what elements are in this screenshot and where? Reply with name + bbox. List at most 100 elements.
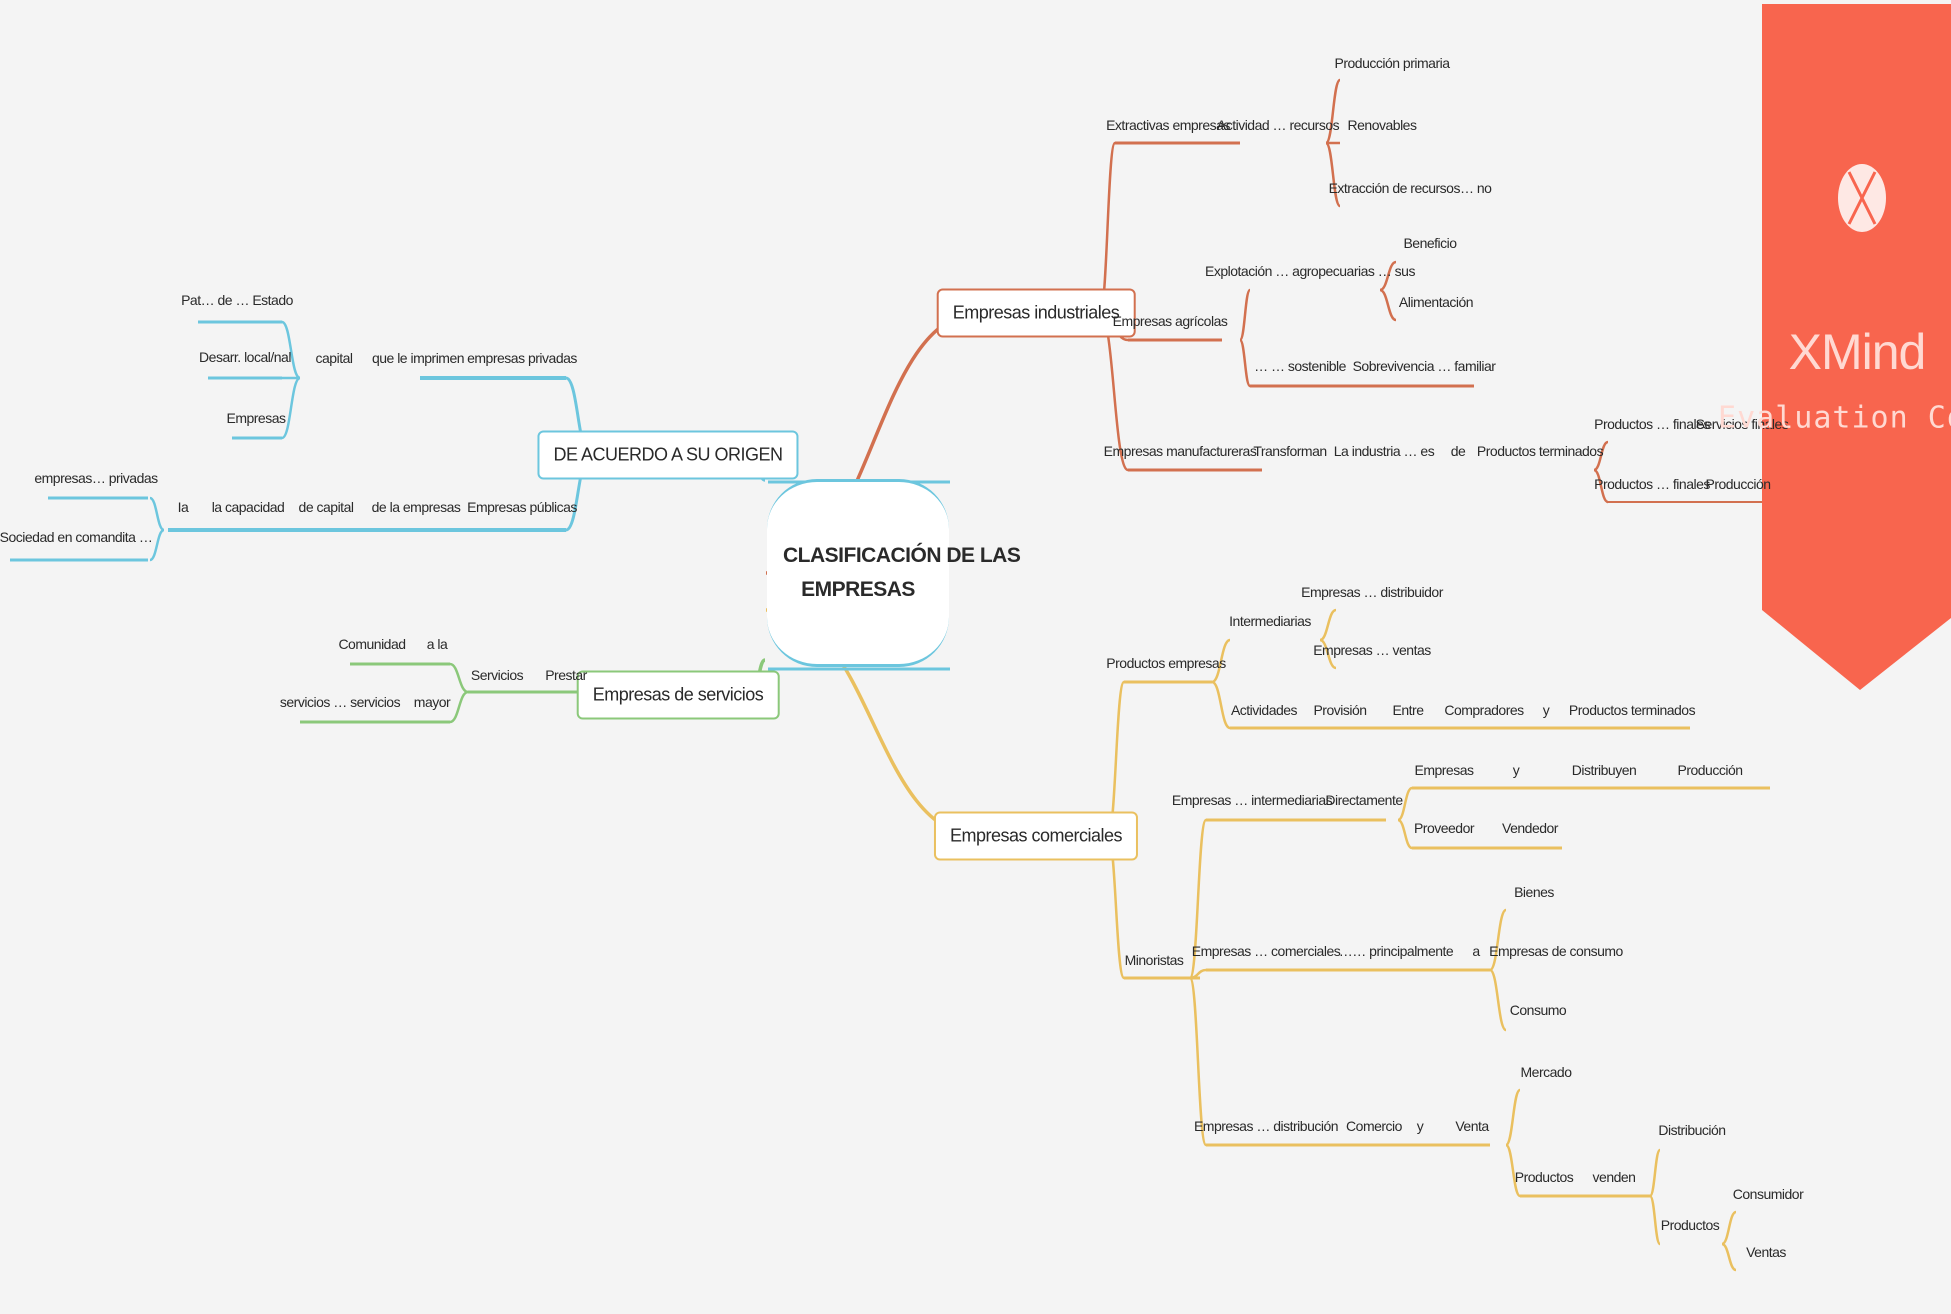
ind-manuf-tail-2a[interactable]: Producción — [1705, 476, 1771, 492]
servicios-leaf-servicios[interactable]: servicios … servicios — [279, 694, 401, 710]
curve-connector — [1648, 1148, 1662, 1198]
branch-industriales[interactable]: Empresas industriales — [936, 288, 1136, 338]
curve-connector — [1211, 680, 1231, 730]
servicios-leaf-comunidad[interactable]: Comunidad — [338, 636, 406, 652]
curve-connector — [1324, 78, 1342, 145]
com-min-g3-chain-3[interactable]: Venta — [1455, 1118, 1489, 1134]
origen-row2-publicas[interactable]: Empresas públicas — [467, 499, 577, 515]
ind-extractivas[interactable]: Extractivas empresas — [1106, 117, 1230, 133]
com-mayoristas[interactable]: Productos empresas — [1106, 655, 1226, 671]
com-min-g2-mid[interactable]: …… principalmente — [1338, 943, 1454, 959]
com-min-g1-extra-1[interactable]: Proveedor — [1413, 820, 1475, 836]
com-min-g1-leaf-3[interactable]: Distribuyen — [1571, 762, 1637, 778]
curve-connector — [1238, 288, 1252, 342]
com-min-g3-subleaf-1[interactable]: Consumidor — [1732, 1186, 1804, 1202]
curve-connector — [1504, 1143, 1522, 1198]
com-min-g1-tail[interactable]: Directamente — [1325, 792, 1403, 808]
curve-connector — [1593, 468, 1609, 504]
com-min-g3-top[interactable]: Mercado — [1520, 1064, 1572, 1080]
origen-leaf-5[interactable]: Sociedad en comandita … — [0, 529, 153, 545]
xmind-brand-text: XMind — [1788, 324, 1927, 380]
com-min-g1-leaf-4[interactable]: Producción — [1677, 762, 1743, 778]
xmind-badge — [1762, 4, 1951, 690]
com-min-g2-leaf-3[interactable]: Consumo — [1509, 1002, 1567, 1018]
com-min-g2-leaf-2[interactable]: Empresas de consumo — [1489, 943, 1623, 959]
ind-manuf-tail-1[interactable]: Servicios finales — [1695, 416, 1789, 432]
curve-connector — [1504, 1088, 1522, 1147]
com-min-g3-leaf-2[interactable]: Productos — [1660, 1217, 1720, 1233]
com-min-g3[interactable]: Empresas … distribución — [1193, 1118, 1339, 1134]
com-min-g2[interactable]: Empresas … comerciales — [1191, 943, 1341, 959]
com-min-g3-chain-1[interactable]: Comercio — [1346, 1118, 1402, 1134]
ind-extractivas-leaf-3[interactable]: Extracción de recursos… no — [1328, 180, 1492, 196]
com-chain-actividades[interactable]: Actividades — [1230, 702, 1298, 718]
ind-manuf-leaf-2[interactable]: Productos … finales — [1594, 476, 1710, 492]
ind-agricolas-leaf-1[interactable]: Beneficio — [1403, 235, 1457, 251]
com-min-g1-leaf-1[interactable]: Empresas — [1414, 762, 1474, 778]
ind-manuf-leaf-1[interactable]: Productos … finales — [1594, 416, 1710, 432]
com-minoristas[interactable]: Minoristas — [1124, 952, 1184, 968]
curve-connector — [1721, 1242, 1737, 1272]
origen-row2-capacidad[interactable]: la capacidad — [211, 499, 285, 515]
com-min-g1-extra-2[interactable]: Vendedor — [1502, 820, 1558, 836]
origen-row1-imprimen[interactable]: que le imprimen — [371, 350, 465, 366]
com-min-g2-conn[interactable]: a — [1472, 943, 1480, 959]
com-min-g3-chain-2[interactable]: y — [1416, 1118, 1424, 1134]
ind-manufactureras[interactable]: Empresas manufactureras — [1103, 443, 1257, 459]
origen-leaf-4[interactable]: empresas… privadas — [34, 470, 158, 486]
origen-row1-capital[interactable]: capital — [315, 350, 353, 366]
ind-manuf-chain-3[interactable]: de — [1450, 443, 1466, 459]
origen-row2-capital[interactable]: de capital — [298, 499, 354, 515]
xmind-logo-icon — [1838, 164, 1886, 232]
branch-servicios[interactable]: Empresas de servicios — [576, 670, 780, 720]
com-chain-y[interactable]: y — [1542, 702, 1550, 718]
com-min-g3-subleaf-2[interactable]: Ventas — [1746, 1244, 1786, 1260]
origen-row1-empresas-privadas[interactable]: empresas privadas — [467, 350, 577, 366]
servicios-row-servicios[interactable]: Servicios — [470, 667, 524, 683]
servicios-leaf-a-la[interactable]: a la — [426, 636, 448, 652]
xmind-evaluation-text: Evaluation Copy — [1718, 400, 1951, 436]
curve-connector — [1397, 786, 1413, 822]
com-chain-compradores[interactable]: Compradores — [1444, 702, 1524, 718]
ind-manuf-chain-2[interactable]: La industria … es — [1333, 443, 1435, 459]
origen-row2-la[interactable]: Ia — [177, 499, 189, 515]
branch-origen[interactable]: DE ACUERDO A SU ORIGEN — [537, 430, 799, 480]
com-min-g3-bottom2[interactable]: venden — [1592, 1169, 1636, 1185]
ind-extractivas-leaf-1[interactable]: Producción primaria — [1334, 55, 1451, 71]
curve-connector — [149, 496, 165, 532]
ind-extractivas-mid[interactable]: Actividad … recursos — [1216, 117, 1340, 133]
curve-connector — [1397, 818, 1413, 850]
ind-agricolas-mid2[interactable]: … … sostenible — [1254, 358, 1346, 374]
ind-extractivas-leaf-2[interactable]: Renovables — [1347, 117, 1417, 133]
com-min-g1-leaf-2[interactable]: y — [1512, 762, 1520, 778]
ind-manuf-chain-1[interactable]: Transforman — [1253, 443, 1327, 459]
ind-agricolas[interactable]: Empresas agrícolas — [1112, 313, 1228, 329]
com-chain-entre[interactable]: Entre — [1392, 702, 1424, 718]
com-mayoristas-leaf-2[interactable]: Empresas … ventas — [1313, 642, 1431, 658]
com-min-g3-leaf-1[interactable]: Distribución — [1658, 1122, 1726, 1138]
com-min-g2-leaf-1[interactable]: Bienes — [1514, 884, 1554, 900]
origen-leaf-2[interactable]: Desarr. local/nal — [199, 349, 291, 365]
ind-manuf-chain-4[interactable]: Productos terminados — [1476, 443, 1604, 459]
com-chain-productos[interactable]: Productos terminados — [1568, 702, 1696, 718]
com-min-g3-bottom[interactable]: Productos — [1514, 1169, 1574, 1185]
com-min-g1[interactable]: Empresas … intermediarias — [1171, 792, 1333, 808]
com-mayoristas-leaf-1[interactable]: Empresas … distribuidor — [1301, 584, 1443, 600]
origen-leaf-1[interactable]: Pat… de … Estado — [181, 292, 293, 308]
ind-agricolas-leaf-2[interactable]: Alimentación — [1398, 294, 1474, 310]
servicios-leaf-mayor[interactable]: mayor — [413, 694, 451, 710]
branch-comerciales[interactable]: Empresas comerciales — [933, 811, 1139, 861]
origen-leaf-3[interactable]: Empresas — [226, 410, 286, 426]
curve-connector — [1721, 1210, 1737, 1246]
ind-agricolas-tail2[interactable]: Sobrevivencia … familiar — [1352, 358, 1496, 374]
curve-connector — [1379, 288, 1397, 322]
ind-agricolas-mid1[interactable]: Explotación … agropecuarias … sus — [1205, 263, 1415, 279]
com-mayoristas-mid1[interactable]: Intermediarias — [1229, 613, 1311, 629]
curve-connector — [1324, 141, 1342, 208]
com-chain-provision[interactable]: Provisión — [1313, 702, 1367, 718]
origen-row2-empresas[interactable]: de la empresas — [371, 499, 461, 515]
servicios-row-prestar[interactable]: Prestar — [545, 667, 587, 683]
curve-connector — [1488, 908, 1508, 972]
